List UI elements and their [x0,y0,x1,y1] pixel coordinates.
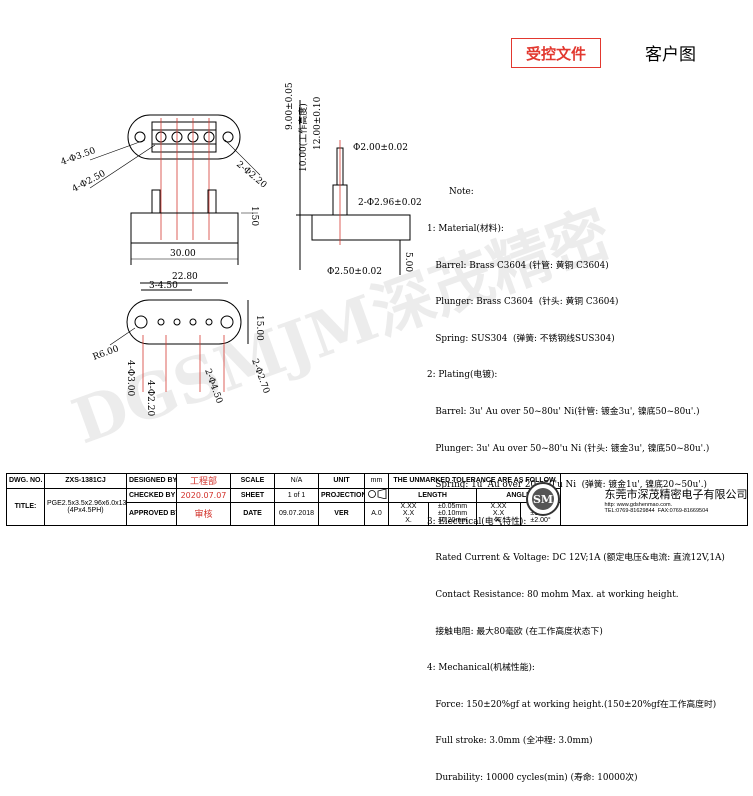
company-fax: FAX:0769-81669504 [657,507,709,514]
note-line: 4: Mechanical(机械性能): [427,663,535,674]
dim-height-900: 9.00±0.05 [285,82,295,130]
scale-label: SCALE [230,473,275,489]
company-website: http: www.gdshenmao.com. [604,501,673,508]
dim-width-2280: 22.80 [172,272,198,282]
ver-label: VER [318,501,365,527]
top-view [127,114,241,160]
controlled-document-stamp: 受控文件 [511,38,601,68]
date-value: 09.07.2018 [274,501,319,527]
note-line: Force: 150±20%gf at working height.(150±… [427,699,717,710]
sheet-label: SHEET [230,487,275,503]
note-line: 接触电阻: 最大80毫欧 (在工作高度状态下) [427,626,603,637]
projection-label: PROJECTION [318,487,365,503]
dim-dia-296: 2-Φ2.96±0.02 [358,198,422,208]
dim-height-500: 5.00 [403,252,413,272]
company-name: 东莞市深茂精密电子有限公司 [604,487,748,501]
note-line: Full stroke: 3.0mm (全冲程: 3.0mm) [427,736,593,747]
date-label: DATE [230,501,275,527]
stamp-engineering: 工程部 [176,473,231,489]
technical-drawing: DGSMJM深茂精密 4-Φ3.50 4-Φ2.50 2-Φ2.20 30.00… [60,82,621,458]
note-line: 1: Material(材料): [427,224,504,234]
dim-height-150: 1.50 [249,206,259,226]
dim-pitch-450: 3-4.50 [149,281,178,291]
dim-hole-350: 4-Φ3.50 [60,146,98,168]
projection-symbol-cell [364,487,389,503]
note-line: 2: Plating(电镀): [427,370,498,381]
approved-by-label: APPROVED BY [126,501,177,527]
projection-symbol-icon [368,489,387,500]
scale-value: N/A [274,473,319,489]
title-label: TITLE: [6,487,45,527]
dim-radius-600: R6.00 [92,344,121,363]
logo-cell [560,473,601,526]
note-line: Rated Current & Voltage: DC 12V;1A (额定电压… [427,553,725,564]
note-line: Barrel: 3u' Au over 50~80u' Ni(针管: 镀金3u'… [427,406,700,417]
customer-drawing-title: 客户图 [645,45,696,65]
dim-hole-250: 4-Φ2.50 [71,169,108,195]
dim-width-3000: 30.00 [170,249,196,259]
note-line: Contact Resistance: 80 mohm Max. at work… [427,589,679,600]
company-logo-icon: SM [526,482,560,516]
dwg-no-label: DWG. NO. [6,473,45,489]
note-line: Plunger: 3u' Au over 50~80'u Ni (针头: 镀金3… [427,443,710,454]
stamp-review: 审核 [176,501,231,527]
dim-hole-220: 2-Φ2.20 [234,160,268,191]
dim-height-1000: 10.00(工作高度) [297,103,309,172]
length-label: LENGTH [388,487,477,503]
note-line: Durability: 10000 cycles(min) (寿命: 10000… [427,772,638,783]
stamp-date: 2020.07.07 [176,487,231,503]
checked-by-label: CHECKED BY [126,487,177,503]
unit-value: mm [364,473,389,489]
dim-height-1200: 12.00±0.10 [313,96,323,150]
unit-label: UNIT [318,473,365,489]
dim-height-1500: 15.00 [254,315,264,341]
front-view [130,189,239,265]
note-line: Plunger: Brass C3604 (针头: 黄铜 C3604) [427,297,619,308]
sheet-value: 1 of 1 [274,487,319,503]
note-line: Spring: SUS304 (弹簧: 不锈钢线SUS304) [427,333,615,344]
title-value: PGE2.5x3.5x2.96x6.0x13.5 (4Px4.5PH) [44,487,127,527]
ver-value: A.0 [364,501,389,527]
dim-dia-200: Φ2.00±0.02 [353,143,408,153]
dim-dia-250: Φ2.50±0.02 [327,267,382,277]
bottom-view [126,282,249,345]
tolerance-header: THE UNMARKED TOLERANCE ARE AS FOLLOW [387,473,562,489]
tol-length-col: ±0.05mm±0.10mm±0.20mm [428,501,477,527]
designed-by-label: DESIGNED BY [126,473,177,489]
dwg-no: ZXS-1381CJ [44,473,127,489]
dim-bottom-hole-220: 4-Φ2.20 [145,380,155,416]
note-line: Note: [449,187,474,198]
company-tel: TEL:0769-81629844 [604,507,655,514]
title-block: DWG. NO. ZXS-1381CJ DESIGNED BY 工程部 SCAL… [6,473,749,527]
svg-text:SM: SM [533,493,553,506]
company-cell: 东莞市深茂精密电子有限公司 http: www.gdshenmao.com. T… [600,473,749,526]
note-line: Barrel: Brass C3604 (针管: 黄铜 C3604) [427,260,609,271]
dim-bottom-hole-300: 4-Φ3.00 [125,360,135,396]
